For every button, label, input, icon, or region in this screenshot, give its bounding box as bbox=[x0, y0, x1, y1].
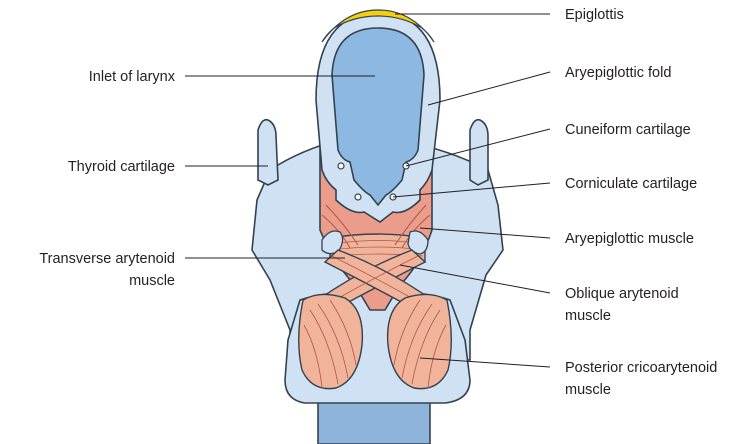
thyroid-horn-left bbox=[258, 120, 278, 185]
label-cuneiform-cartilage: Cuneiform cartilage bbox=[565, 122, 691, 138]
label-transverse-arytenoid-line2: muscle bbox=[129, 273, 175, 289]
label-oblique-arytenoid-line2: muscle bbox=[565, 308, 611, 324]
corniculate-cartilage-left bbox=[355, 194, 361, 200]
label-transverse-arytenoid-line1: Transverse arytenoid bbox=[39, 251, 175, 267]
label-thyroid-cartilage: Thyroid cartilage bbox=[68, 159, 175, 175]
label-aryepiglottic-muscle: Aryepiglottic muscle bbox=[565, 231, 694, 247]
thyroid-horn-right bbox=[470, 120, 488, 185]
label-oblique-arytenoid-line1: Oblique arytenoid bbox=[565, 286, 679, 302]
leader-aryepiglottic-fold bbox=[428, 72, 550, 105]
label-posterior-cricoarytenoid-line2: muscle bbox=[565, 382, 611, 398]
label-inlet-of-larynx: Inlet of larynx bbox=[89, 69, 176, 85]
cuneiform-cartilage-left bbox=[338, 163, 344, 169]
label-posterior-cricoarytenoid-line1: Posterior cricoarytenoid bbox=[565, 360, 717, 376]
posterior-cricoarytenoid-muscle-right bbox=[388, 294, 452, 388]
label-corniculate-cartilage: Corniculate cartilage bbox=[565, 176, 697, 192]
label-epiglottis: Epiglottis bbox=[565, 7, 624, 23]
posterior-cricoarytenoid-muscle-left bbox=[299, 294, 363, 388]
trachea bbox=[318, 400, 430, 444]
label-aryepiglottic-fold: Aryepiglottic fold bbox=[565, 65, 671, 81]
